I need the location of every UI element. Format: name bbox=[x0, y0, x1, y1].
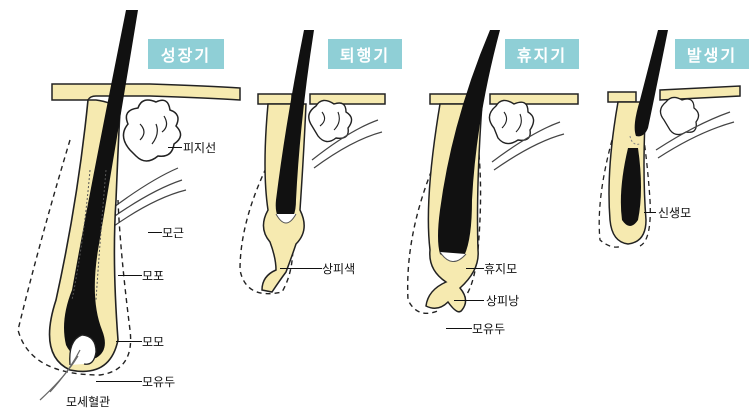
label-dermal-papilla-telogen: 모유두 bbox=[472, 320, 505, 337]
leader-sebaceous bbox=[168, 147, 182, 148]
label-hair-bulb: 모모 bbox=[142, 333, 164, 350]
stage-title-early-anagen: 발생기 bbox=[675, 39, 749, 69]
stage-title-telogen: 휴지기 bbox=[505, 39, 579, 69]
label-dermal-papilla: 모유두 bbox=[142, 373, 175, 390]
leader-new-hair bbox=[644, 212, 656, 213]
label-club-hair: 휴지모 bbox=[484, 260, 517, 277]
label-new-hair: 신생모 bbox=[658, 204, 691, 221]
catagen-follicle bbox=[240, 30, 385, 294]
label-sebaceous-gland: 피지선 bbox=[183, 139, 216, 156]
leader-follicle bbox=[118, 275, 142, 276]
label-capillary: 모세혈관 bbox=[66, 393, 110, 410]
label-epithelial-sac: 상피낭 bbox=[486, 292, 519, 309]
leader-bulb bbox=[116, 341, 142, 342]
leader-club-hair bbox=[466, 268, 484, 269]
leader-epithelial-strand bbox=[280, 268, 322, 269]
stage-title-anagen: 성장기 bbox=[148, 39, 224, 69]
leader-root bbox=[148, 232, 162, 233]
stage-title-catagen: 퇴행기 bbox=[328, 39, 402, 69]
label-epithelial-strand: 상피색 bbox=[322, 260, 355, 277]
label-hair-root: 모근 bbox=[162, 224, 184, 241]
leader-papilla-telogen bbox=[446, 328, 472, 329]
leader-epithelial-sac bbox=[454, 300, 484, 301]
leader-papilla bbox=[96, 381, 142, 382]
label-follicle: 모포 bbox=[142, 267, 164, 284]
